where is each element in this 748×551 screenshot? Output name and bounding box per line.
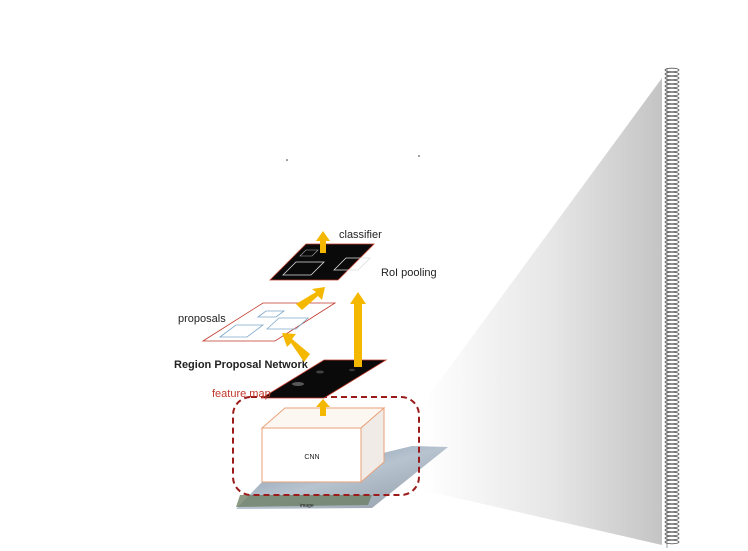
speck: [418, 155, 420, 157]
proposals-label: proposals: [178, 313, 226, 325]
arrow-rpn-to-proposals: [282, 333, 310, 362]
rpn-label: Region Proposal Network: [174, 359, 309, 371]
notebook-spiral-binding: [665, 68, 679, 548]
classifier-label: classifier: [339, 229, 382, 241]
cnn-block: CNN: [262, 408, 384, 482]
cnn-label: CNN: [304, 454, 319, 461]
roi-pooling-label: RoI pooling: [381, 267, 437, 279]
projection-wedge: [422, 78, 662, 545]
image-label: image: [300, 503, 314, 509]
arrow-feature-map-to-roi-pooling: [350, 292, 366, 367]
feature-map-label: feature map: [212, 388, 271, 400]
speck: [286, 159, 288, 161]
